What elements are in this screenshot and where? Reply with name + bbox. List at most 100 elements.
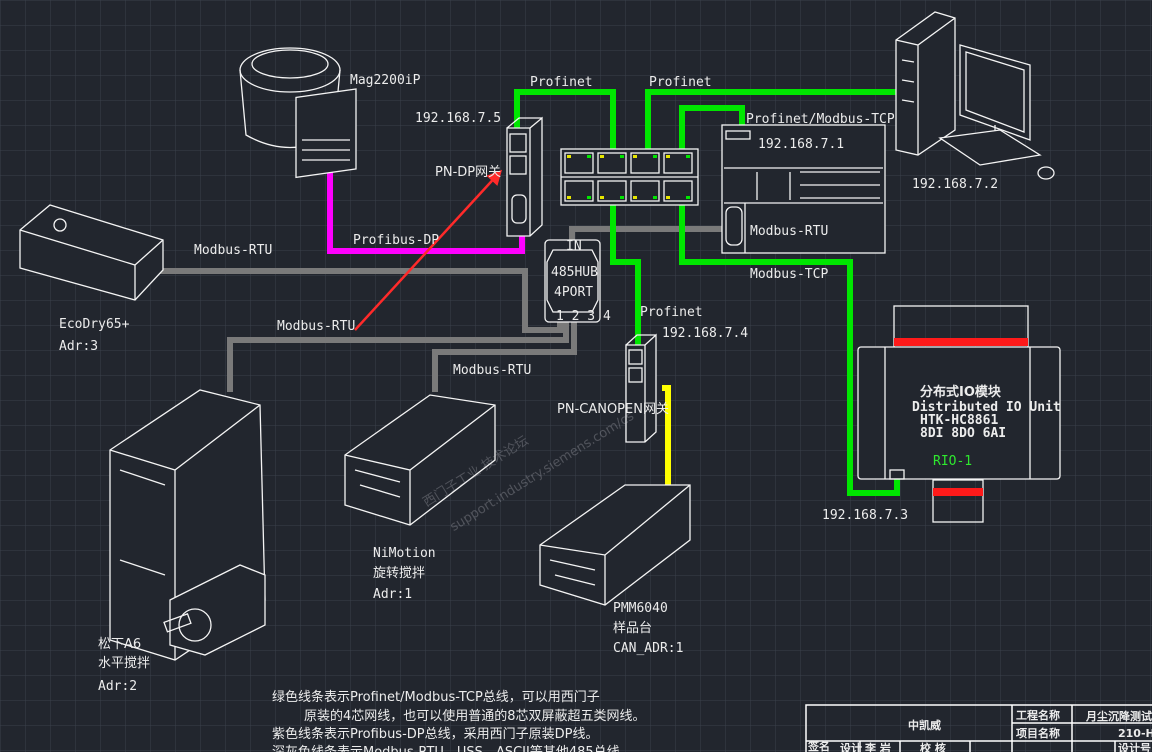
hub-label-1: 485HUB — [551, 265, 598, 280]
company-name: 中凯威 — [908, 718, 941, 732]
panasonic-addr: Adr:2 — [98, 679, 137, 694]
line-switch-canopen-gw — [610, 195, 641, 345]
bus-label-profinet-canopen: Profinet — [640, 305, 703, 320]
pc-workstation — [895, 11, 1055, 180]
panasonic-a6-servo — [109, 389, 266, 661]
pn-dp-gateway-ip: 192.168.7.5 — [415, 111, 501, 126]
bus-label-modbus-rtu-nimotion: Modbus-RTU — [453, 363, 531, 378]
line-ecodry-hub — [160, 268, 563, 333]
port-led — [633, 196, 637, 199]
canopen-line — [662, 385, 671, 486]
hub-label-2: 4PORT — [554, 285, 593, 300]
mag2200ip-device — [239, 47, 357, 179]
switch-port — [597, 180, 627, 202]
port-led — [686, 155, 690, 158]
annotation-arrow — [354, 169, 503, 331]
line-switch-rio — [679, 195, 900, 496]
pmm6040-motor — [539, 484, 691, 606]
port-led — [666, 155, 670, 158]
switch-port — [597, 152, 627, 174]
rio-tag: RIO-1 — [933, 454, 972, 469]
port-led — [666, 196, 670, 199]
bus-label-profinet-1: Profinet — [530, 75, 593, 90]
line-hub-plc — [569, 226, 732, 240]
rio-title-cn: 分布式IO模块 — [920, 384, 1002, 400]
switch-port — [630, 152, 660, 174]
switch-port — [564, 152, 594, 174]
nimotion-role: 旋转搅拌 — [373, 565, 425, 581]
switch-port — [564, 180, 594, 202]
bus-label-pn-modbus-tcp: Profinet/Modbus-TCP — [746, 112, 895, 127]
design-label: 设计 — [840, 741, 862, 752]
ecodry-device — [19, 204, 164, 301]
pn-canopen-gateway-ip: 192.168.7.4 — [662, 326, 748, 341]
panasonic-name: 松下A6 — [98, 637, 141, 652]
pn-canopen-gateway-name: PN-CANOPEN网关 — [557, 402, 669, 417]
bus-label-modbus-rtu-ecodry: Modbus-RTU — [194, 243, 272, 258]
switch-port — [663, 180, 693, 202]
port-led — [620, 155, 624, 158]
title-block: 中凯威 工程名称 月尘沉降测试 项目名称 210-HZ41 签名 设计 李 岩 … — [805, 704, 1152, 752]
port-led — [567, 155, 571, 158]
item-name-label: 项目名称 — [1016, 726, 1060, 740]
item-name: 210-HZ41 — [1118, 727, 1152, 740]
nimotion-addr: Adr:1 — [373, 587, 412, 602]
note-line-3: 紫色线条表示Profibus-DP总线，采用西门子原装DP线。 — [272, 726, 598, 742]
rio-title-en: Distributed IO Unit — [912, 400, 1061, 415]
mag-name: Mag2200iP — [350, 73, 421, 88]
line-nimotion-hub — [432, 322, 577, 392]
port-led — [653, 155, 657, 158]
port-led — [587, 196, 591, 199]
modbus-rtu-lines — [160, 226, 732, 392]
bus-label-profibus-dp: Profibus-DP — [353, 233, 439, 248]
distributed-io-module: 分布式IO模块 Distributed IO Unit HTK-HC8861 8… — [857, 305, 1061, 523]
panasonic-role: 水平搅拌 — [98, 655, 150, 671]
port-led — [587, 155, 591, 158]
bus-label-profinet-2: Profinet — [649, 75, 712, 90]
port-led — [600, 155, 604, 158]
line-panasonic-hub — [227, 322, 569, 392]
hub-in-label: IN — [566, 239, 582, 254]
port-led — [600, 196, 604, 199]
ecodry-name: EcoDry65+ — [59, 317, 130, 332]
rs485-hub: IN 485HUB 4PORT 1 2 3 4 — [544, 239, 611, 324]
rio-model: HTK-HC8861 — [920, 413, 998, 428]
line-switch-plc — [679, 105, 745, 157]
switch-port — [663, 152, 693, 174]
designer-name: 李 岩 — [864, 741, 891, 752]
note-line-1: 绿色线条表示Profinet/Modbus-TCP总线，可以用西门子 — [272, 689, 600, 705]
design-no-label: 设计号 — [1118, 741, 1151, 752]
project-name-label: 工程名称 — [1016, 708, 1060, 722]
port-led — [567, 196, 571, 199]
pmm-name: PMM6040 — [613, 601, 668, 616]
profinet-lines — [514, 89, 905, 496]
port-led — [653, 196, 657, 199]
pc-ip: 192.168.7.2 — [912, 177, 998, 192]
nimotion-motor — [344, 394, 496, 526]
ecodry-addr: Adr:3 — [59, 339, 98, 354]
note-line-4: 深灰色线条表示Modbus-RTU，USS，ASCII等其他485总线。 — [272, 744, 633, 752]
pmm-role: 样品台 — [613, 621, 652, 636]
rio-io-spec: 8DI 8DO 6AI — [920, 426, 1006, 441]
rio-ip: 192.168.7.3 — [822, 508, 908, 523]
bus-label-modbus-rtu-panasonic: Modbus-RTU — [277, 319, 355, 334]
port-led — [686, 196, 690, 199]
pn-canopen-gateway-device — [625, 333, 657, 443]
hub-ports-label: 1 2 3 4 — [556, 309, 611, 324]
line-gateway-switch — [514, 89, 616, 157]
pn-dp-gateway-device — [506, 116, 543, 237]
plc-modbus-rtu-label: Modbus-RTU — [750, 224, 828, 239]
project-name: 月尘沉降测试 — [1085, 709, 1152, 723]
port-led — [633, 155, 637, 158]
pmm-addr: CAN_ADR:1 — [613, 641, 683, 656]
pn-dp-gateway-name: PN-DP网关 — [435, 165, 501, 180]
ethernet-switch[interactable] — [560, 148, 699, 206]
plc-ip: 192.168.7.1 — [758, 137, 844, 152]
plc-device — [721, 124, 886, 254]
port-led — [620, 196, 624, 199]
switch-port — [630, 180, 660, 202]
sign-label: 签名 — [807, 739, 830, 752]
nimotion-name: NiMotion — [373, 546, 436, 561]
